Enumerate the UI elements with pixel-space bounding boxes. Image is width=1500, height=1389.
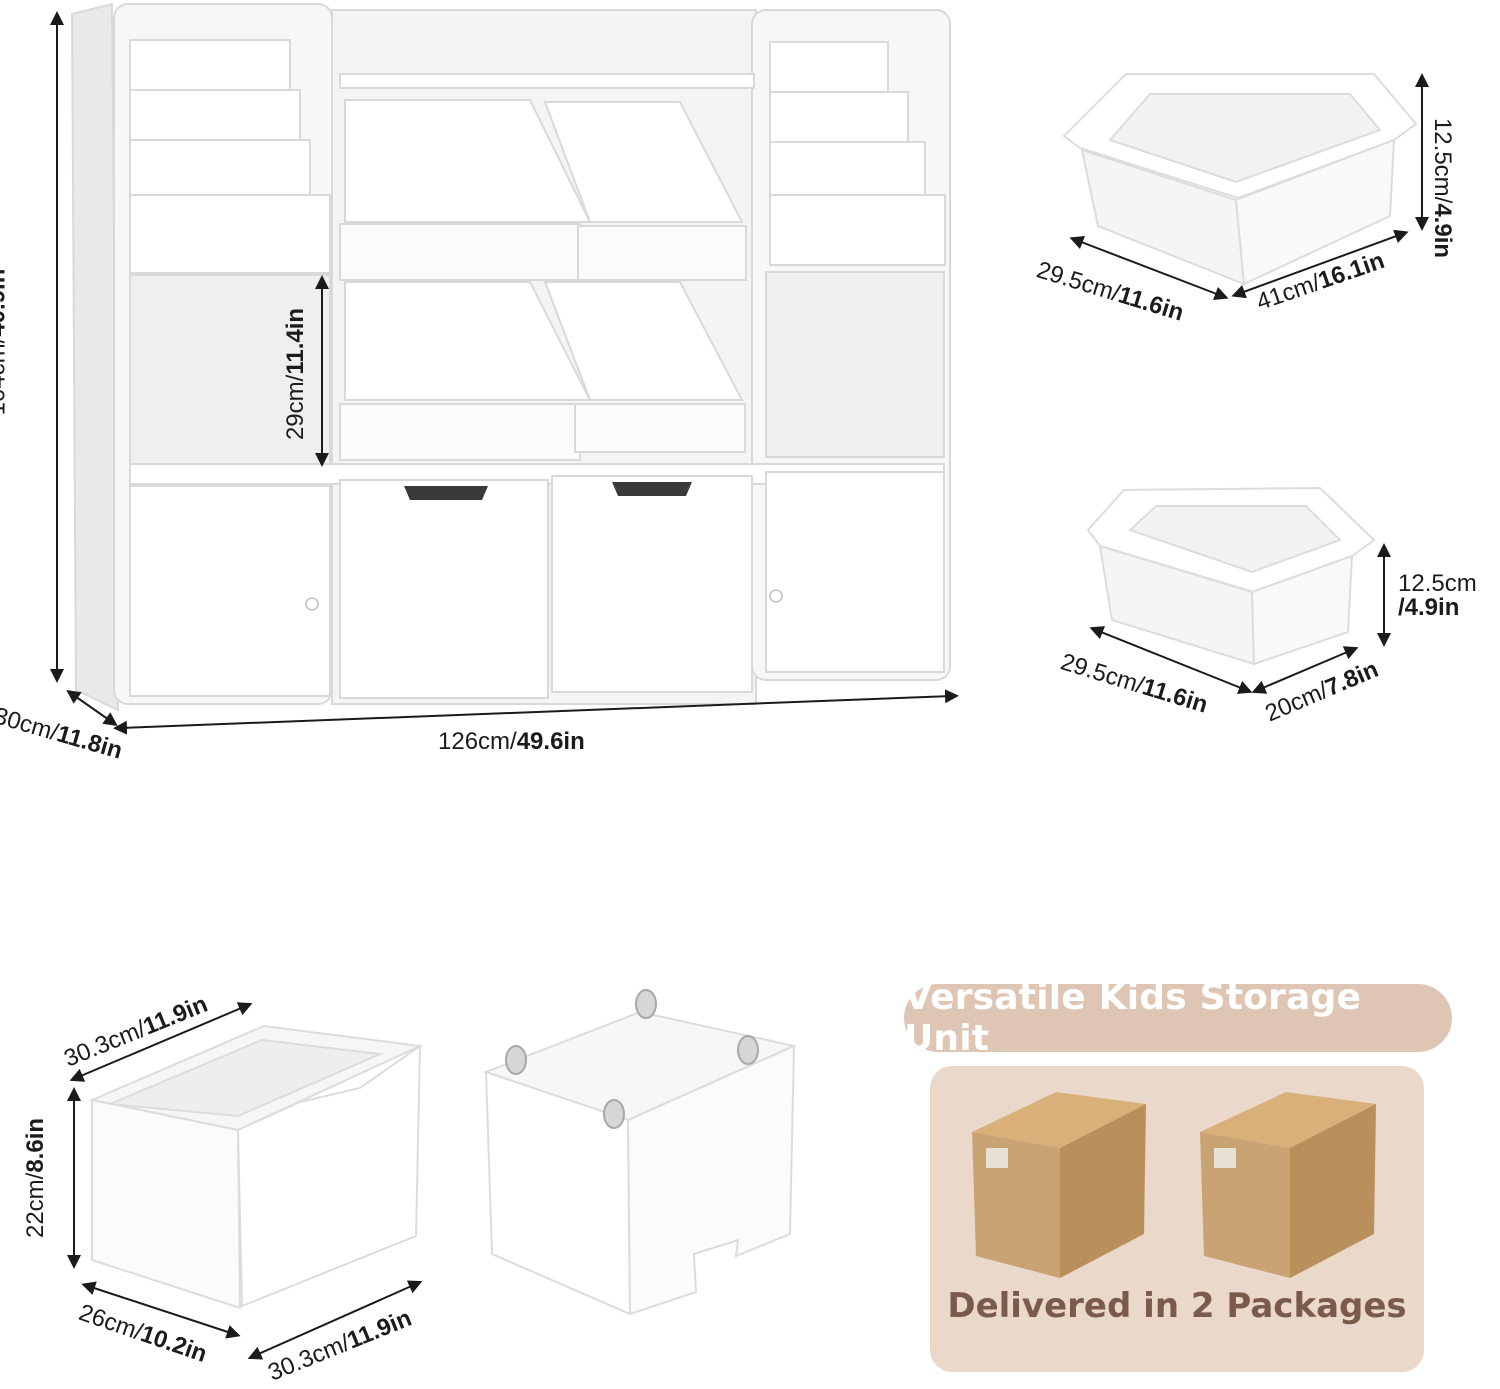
- width-dimension-line: [113, 689, 959, 735]
- large-bin-depth-line: [1069, 235, 1229, 301]
- large-bin-height-label: 12.5cm/4.9in: [1429, 117, 1457, 259]
- drawer-handle-right: [612, 482, 692, 496]
- package-box-1: [972, 1092, 1146, 1278]
- drawer-box-open: [88, 1024, 424, 1310]
- cabinet-width-label: 126cm/49.6in: [438, 728, 585, 755]
- small-bin-width-line: [1251, 646, 1359, 694]
- depth-dimension-line: [66, 689, 118, 727]
- storage-cabinet: [70, 2, 951, 712]
- drawer-front-width-line: [247, 1280, 423, 1360]
- caster-wheel-icon: [505, 989, 759, 1129]
- shelf-height-label: 29cm/11.4in: [282, 307, 310, 441]
- small-storage-bin: [1086, 486, 1376, 666]
- feature-badge: Versatile Kids Storage Unit: [904, 977, 1452, 1059]
- package-box-2: [1200, 1092, 1376, 1278]
- drawer-top-width-line: [69, 1002, 253, 1082]
- cabinet-height-label: 104cm/40.9in: [0, 268, 11, 416]
- small-bin-depth-line: [1089, 626, 1253, 694]
- drawer-box-wheels: [483, 1010, 798, 1316]
- large-storage-bin: [1062, 73, 1418, 286]
- drawer-depth-line: [81, 1281, 241, 1339]
- large-bin-width-line: [1231, 229, 1409, 299]
- drawer-height-label: 22cm/8.6in: [22, 1117, 50, 1239]
- drawer-handle-left: [404, 486, 488, 500]
- packages-caption: Delivered in 2 Packages: [947, 1286, 1407, 1326]
- small-bin-height-label: 12.5cm/4.9in: [1398, 570, 1477, 621]
- door-knob-right: [769, 589, 783, 603]
- door-knob-left: [305, 597, 319, 611]
- badge-title: Versatile Kids Storage Unit: [904, 977, 1362, 1059]
